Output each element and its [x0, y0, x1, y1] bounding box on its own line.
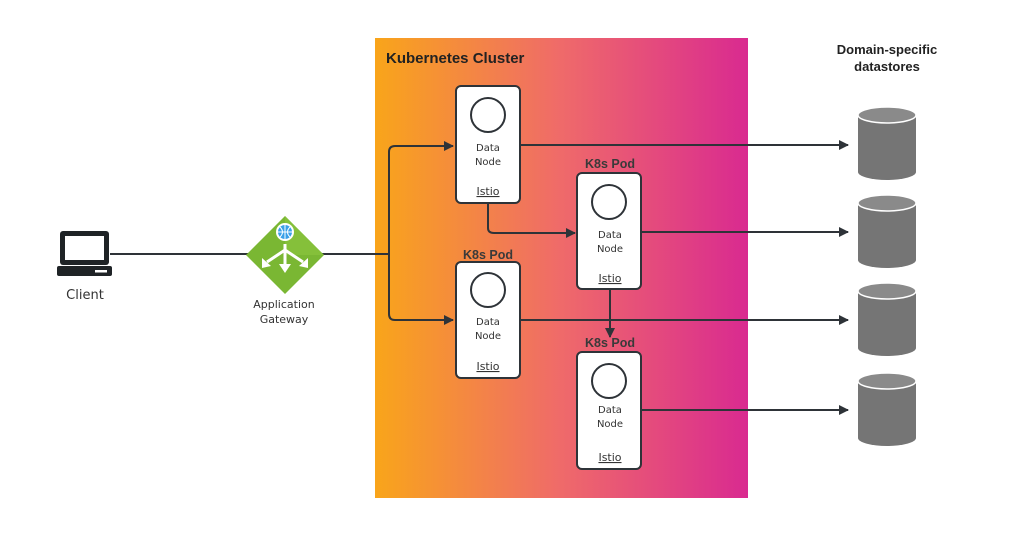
application-gateway-icon: [246, 216, 324, 294]
k8s-pod-2: K8s Pod Data Node Istio: [576, 157, 642, 290]
istio-sidecar-label: Istio: [598, 451, 621, 464]
pod-node-line1: Data: [598, 405, 622, 416]
pod-node-line1: Data: [476, 143, 500, 154]
kubernetes-cluster-region: [375, 38, 748, 498]
datastore-4-database-icon: [857, 372, 917, 446]
laptop-icon: [57, 231, 112, 276]
pod-container-circle: [470, 272, 506, 308]
istio-sidecar-label: Istio: [476, 360, 499, 373]
pod-title: K8s Pod: [585, 157, 635, 171]
datastore-1-database-icon: [857, 106, 917, 180]
k8s-pod-4: K8s Pod Data Node Istio: [576, 336, 642, 470]
datastore-3-database-icon: [857, 282, 917, 356]
split-to-top-pod-arrow: [388, 141, 454, 254]
pod-node-line2: Node: [475, 157, 501, 168]
split-to-middle-pod-arrow: [388, 254, 454, 325]
pod-title: K8s Pod: [585, 336, 635, 350]
gateway-label-line2: Gateway: [260, 313, 309, 326]
pod-node-line2: Node: [597, 419, 623, 430]
pod-container-circle: [470, 97, 506, 133]
pod-node-line1: Data: [598, 230, 622, 241]
pod-node-line1: Data: [476, 317, 500, 328]
pod-title: K8s Pod: [463, 248, 513, 262]
pod-container-circle: [591, 363, 627, 399]
pod-container-circle: [591, 184, 627, 220]
cluster-title: Kubernetes Cluster: [386, 50, 525, 67]
pod-node-line2: Node: [597, 244, 623, 255]
gateway-label: Application: [253, 298, 314, 311]
connectors: [110, 140, 849, 415]
datastores-title: Domain-specific: [837, 42, 937, 57]
k8s-pod-3: K8s Pod Data Node Istio: [455, 248, 521, 379]
istio-sidecar-label: Istio: [598, 272, 621, 285]
datastore-2-database-icon: [857, 194, 917, 268]
k8s-pod-1: Data Node Istio: [455, 85, 521, 204]
pod1-to-pod2-arrow: [487, 203, 576, 238]
istio-sidecar-label: Istio: [476, 185, 499, 198]
datastores-title-line2: datastores: [854, 59, 920, 74]
client-label: Client: [66, 288, 104, 303]
pod-node-line2: Node: [475, 331, 501, 342]
